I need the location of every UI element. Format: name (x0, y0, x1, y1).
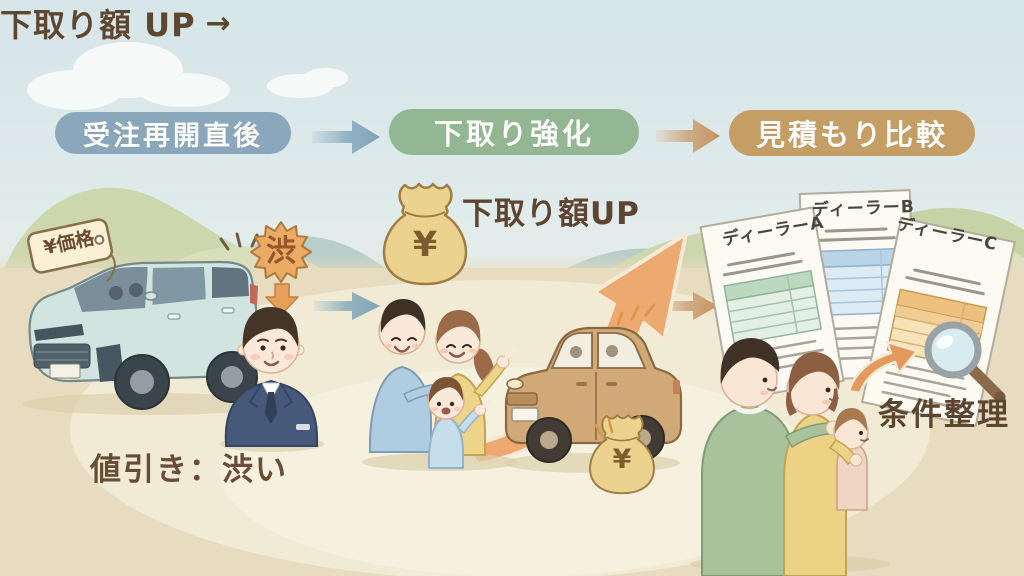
sparkle-icon (616, 303, 656, 326)
stage-badge-order-restart: 受注再開直後 (55, 112, 291, 154)
family-illustration (362, 299, 518, 471)
arrow-right-icon (656, 292, 718, 320)
right-scene-caption: 条件整理 (878, 397, 1010, 433)
money-bag-icon (589, 414, 655, 495)
right-arrow-glyph: → (205, 5, 231, 41)
middle-scene-caption: 下取り額 UP → (0, 0, 1024, 46)
money-bag-yen-symbol: ¥ (612, 444, 632, 475)
arrow-right-icon (312, 120, 380, 154)
arrow-right-icon (314, 292, 380, 320)
stingy-burst-label: 渋 (266, 234, 296, 269)
sparkle-icon (594, 418, 614, 438)
family-back-illustration (690, 338, 890, 576)
stingy-burst-icon (250, 221, 312, 283)
cloud-icons (27, 42, 348, 110)
price-tag-icon (26, 218, 116, 282)
down-arrow-icon (265, 283, 299, 315)
stage-badge-quote-compare: 見積もり比較 (729, 110, 975, 156)
minivan-illustration (22, 260, 278, 415)
left-scene-caption: 値引き：渋い (90, 452, 288, 488)
middle-caption-text: 下取り額 UP (0, 6, 196, 44)
stage-badge-tradein-boost: 下取り強化 (389, 109, 639, 155)
middle-scene-headline: 下取り額UP (462, 196, 640, 232)
magnifier-icon (924, 321, 1006, 403)
salesman-illustration (220, 307, 324, 452)
curved-arrow-icon (847, 340, 919, 395)
money-bag-yen-symbol: ¥ (412, 225, 438, 265)
arrow-right-icon (656, 119, 720, 153)
document-title-dealer-b: ディーラーB (811, 197, 916, 221)
